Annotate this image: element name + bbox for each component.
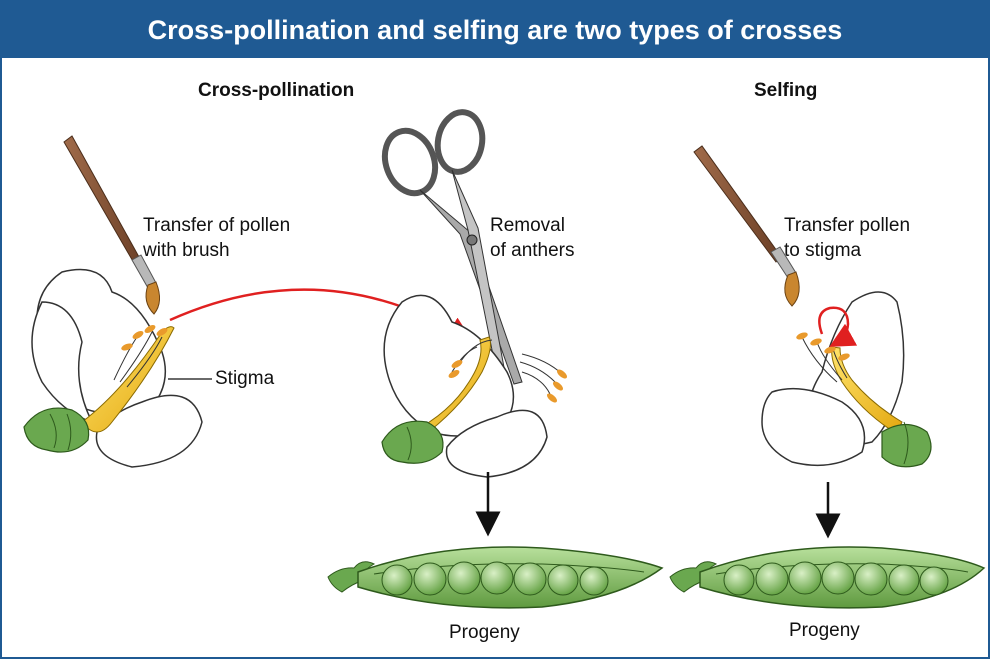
scissors-label-line2: of anthers	[490, 240, 575, 262]
self-progeny-label: Progeny	[789, 620, 860, 642]
cross-progeny-pod	[328, 547, 662, 608]
brush-label-line1: Transfer of pollen	[143, 215, 290, 237]
selfing-brush-label-line1: Transfer pollen	[784, 215, 910, 237]
donor-flower	[24, 270, 202, 468]
cross-progeny-label: Progeny	[449, 622, 520, 644]
brush-label-line2: with brush	[143, 240, 230, 262]
selfing-brush-label-line2: to stigma	[784, 240, 861, 262]
scissors-label-line1: Removal	[490, 215, 565, 237]
cross-pollination-heading: Cross-pollination	[198, 80, 354, 102]
selfing-heading: Selfing	[754, 80, 817, 102]
self-progeny-pod	[670, 547, 984, 608]
recipient-flower	[382, 295, 569, 477]
stigma-label: Stigma	[215, 368, 274, 390]
